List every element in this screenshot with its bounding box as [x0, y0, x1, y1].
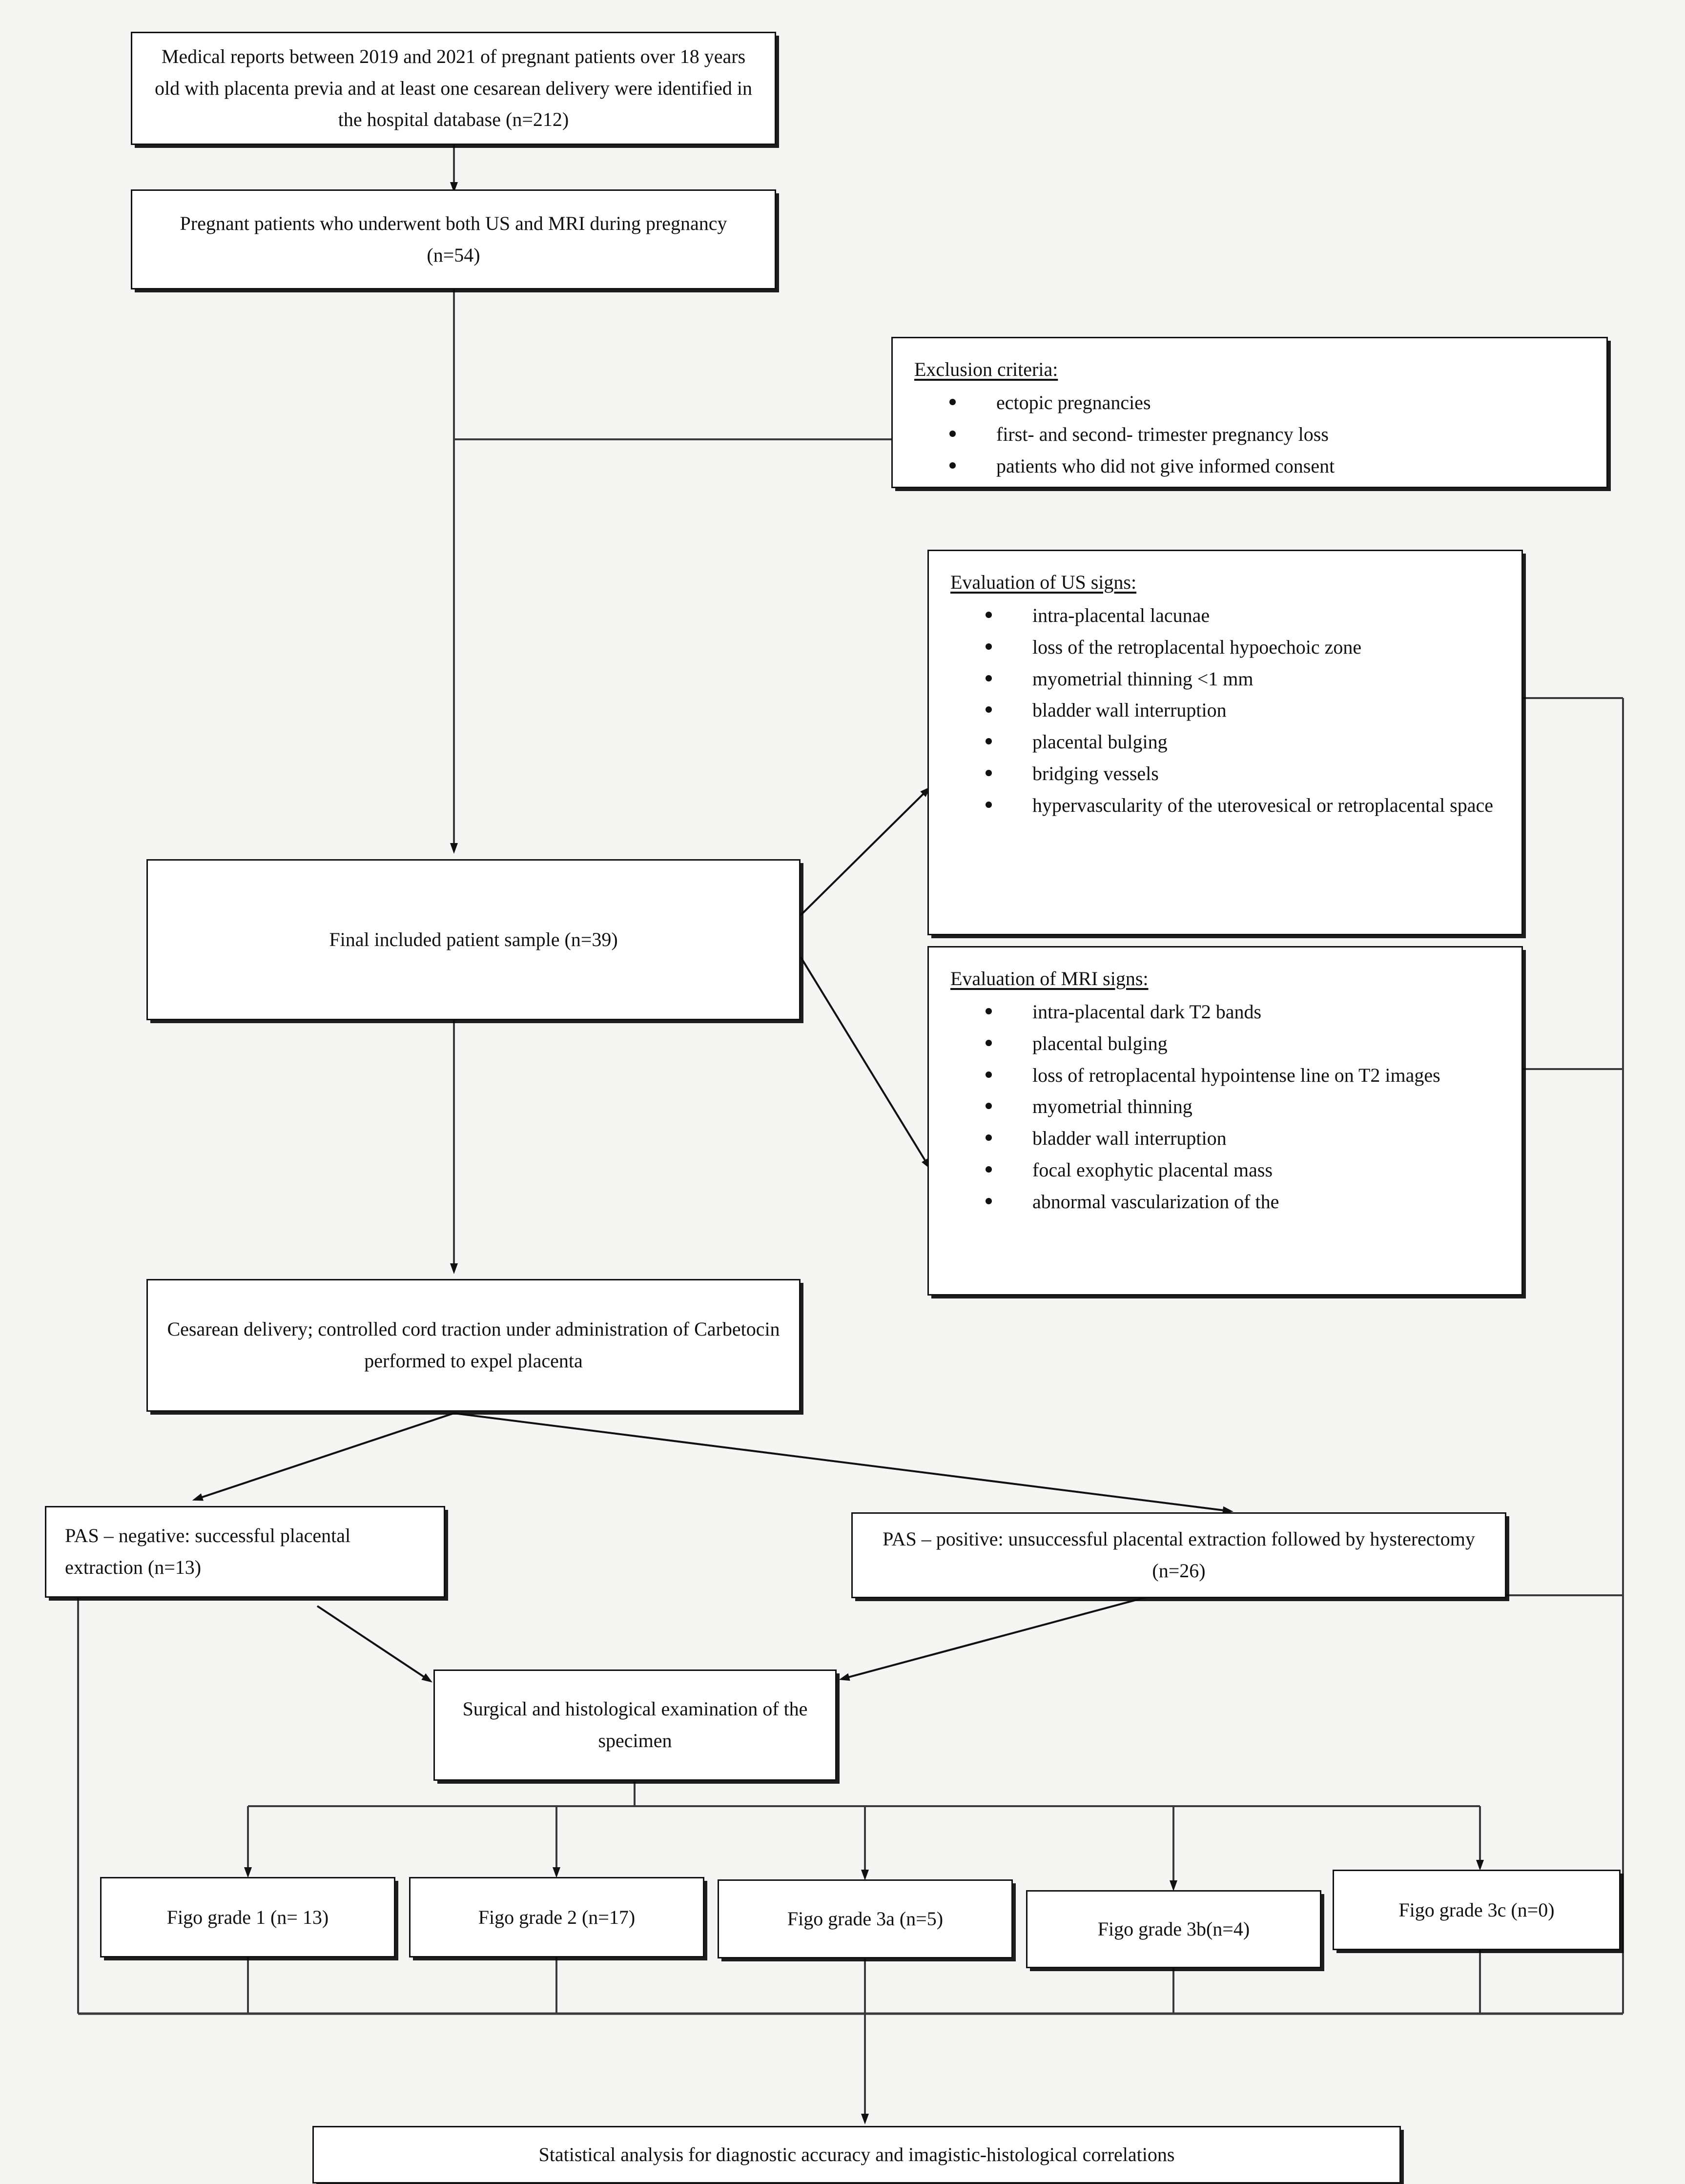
list-item: placental bulging [982, 726, 1508, 758]
node-source-records: Medical reports between 2019 and 2021 of… [131, 32, 776, 145]
figo-grade-2-label: Figo grade 2 (n=17) [478, 1906, 636, 1928]
bullet-icon [986, 738, 992, 745]
list-item: bladder wall interruption [982, 695, 1508, 726]
bullet-icon [986, 1008, 992, 1014]
bullet-icon [986, 769, 992, 776]
figo-grade-1-label: Figo grade 1 (n= 13) [166, 1906, 329, 1928]
bullet-icon [986, 643, 992, 650]
bullet-icon [986, 1166, 992, 1173]
node-both-imaging: Pregnant patients who underwent both US … [131, 189, 776, 289]
edge-final-to-us-signs [800, 786, 931, 916]
mri-sign-text: focal exophytic placental mass [1032, 1158, 1273, 1181]
list-item: loss of retroplacental hypointense line … [982, 1060, 1508, 1092]
edge-pas-negative-to-specimen [316, 1605, 432, 1683]
source-records-text: Medical reports between 2019 and 2021 of… [155, 45, 752, 131]
list-item: bridging vessels [982, 758, 1508, 790]
bullet-icon [949, 399, 956, 405]
us-sign-text: bladder wall interruption [1032, 699, 1227, 721]
exclusion-criteria-title: Exclusion criteria: [914, 358, 1058, 380]
us-sign-text: hypervascularity of the uterovesical or … [1032, 794, 1494, 816]
node-specimen-examination: Surgical and histological examination of… [433, 1669, 837, 1781]
us-sign-text: placental bulging [1032, 731, 1168, 753]
bullet-icon [986, 675, 992, 681]
mri-sign-text: loss of retroplacental hypointense line … [1032, 1064, 1440, 1086]
list-item: patients who did not give informed conse… [945, 451, 1593, 482]
exclusion-item-text: ectopic pregnancies [996, 391, 1151, 413]
us-signs-list: intra-placental lacunae loss of the retr… [929, 600, 1521, 822]
figo-grade-3b-label: Figo grade 3b(n=4) [1097, 1918, 1250, 1940]
node-pas-negative: PAS – negative: successful placental ext… [45, 1506, 445, 1598]
mri-sign-text: placental bulging [1032, 1032, 1168, 1054]
bullet-icon [949, 462, 956, 469]
figo-grade-3a-label: Figo grade 3a (n=5) [787, 1908, 944, 1930]
both-imaging-text: Pregnant patients who underwent both US … [180, 212, 727, 266]
pas-positive-text: PAS – positive: unsuccessful placental e… [883, 1528, 1475, 1582]
bullet-icon [986, 1134, 992, 1141]
list-item: placental bulging [982, 1028, 1508, 1060]
list-item: bladder wall interruption [982, 1123, 1508, 1154]
list-item: hypervascularity of the uterovesical or … [982, 790, 1508, 822]
bullet-icon [986, 706, 992, 713]
bullet-icon [949, 430, 956, 437]
list-item: loss of the retroplacental hypoechoic zo… [982, 632, 1508, 663]
bullet-icon [986, 1071, 992, 1078]
edge-final-to-mri-signs [800, 956, 931, 1170]
bullet-icon [986, 1103, 992, 1110]
node-cesarean-delivery: Cesarean delivery; controlled cord tract… [146, 1279, 801, 1412]
mri-sign-text: intra-placental dark T2 bands [1032, 1001, 1262, 1023]
node-statistical-analysis: Statistical analysis for diagnostic accu… [312, 2126, 1401, 2184]
node-figo-grade-1: Figo grade 1 (n= 13) [100, 1877, 395, 1957]
us-sign-text: myometrial thinning <1 mm [1032, 667, 1253, 690]
bullet-icon [986, 801, 992, 808]
list-item: abnormal vascularization of the [982, 1186, 1508, 1218]
list-item: intra-placental dark T2 bands [982, 996, 1508, 1028]
node-pas-positive: PAS – positive: unsuccessful placental e… [851, 1512, 1506, 1598]
list-item: intra-placental lacunae [982, 600, 1508, 632]
node-final-sample: Final included patient sample (n=39) [146, 859, 801, 1020]
node-mri-signs: Evaluation of MRI signs: intra-placental… [927, 946, 1523, 1296]
us-signs-title: Evaluation of US signs: [950, 571, 1137, 593]
statistical-analysis-text: Statistical analysis for diagnostic accu… [538, 2143, 1175, 2165]
edge-cesarean-to-pas-positive [453, 1412, 1233, 1514]
list-item: myometrial thinning <1 mm [982, 663, 1508, 695]
list-item: focal exophytic placental mass [982, 1154, 1508, 1186]
us-sign-text: intra-placental lacunae [1032, 604, 1210, 626]
exclusion-item-text: first- and second- trimester pregnancy l… [996, 423, 1329, 445]
bullet-icon [986, 612, 992, 618]
list-item: myometrial thinning [982, 1091, 1508, 1123]
node-figo-grade-3b: Figo grade 3b(n=4) [1026, 1890, 1321, 1968]
exclusion-criteria-list: ectopic pregnancies first- and second- t… [893, 387, 1606, 482]
cesarean-delivery-text: Cesarean delivery; controlled cord tract… [167, 1318, 780, 1372]
us-sign-text: bridging vessels [1032, 762, 1159, 784]
pas-negative-text: PAS – negative: successful placental ext… [65, 1525, 351, 1578]
bullet-icon [986, 1197, 992, 1204]
node-figo-grade-3c: Figo grade 3c (n=0) [1333, 1870, 1621, 1950]
bullet-icon [986, 1039, 992, 1046]
node-figo-grade-3a: Figo grade 3a (n=5) [718, 1879, 1013, 1958]
edge-cesarean-to-pas-negative [192, 1412, 454, 1501]
specimen-examination-text: Surgical and histological examination of… [462, 1698, 808, 1751]
node-us-signs: Evaluation of US signs: intra-placental … [927, 550, 1523, 935]
mri-sign-text: bladder wall interruption [1032, 1127, 1227, 1150]
node-figo-grade-2: Figo grade 2 (n=17) [409, 1877, 704, 1957]
figo-grade-3c-label: Figo grade 3c (n=0) [1398, 1898, 1555, 1921]
list-item: ectopic pregnancies [945, 387, 1593, 419]
mri-signs-title: Evaluation of MRI signs: [950, 968, 1149, 989]
mri-sign-text: abnormal vascularization of the [1032, 1190, 1279, 1213]
list-item: first- and second- trimester pregnancy l… [945, 419, 1593, 451]
us-sign-text: loss of the retroplacental hypoechoic zo… [1032, 636, 1362, 658]
final-sample-text: Final included patient sample (n=39) [329, 928, 618, 950]
mri-signs-list: intra-placental dark T2 bands placental … [929, 996, 1521, 1218]
edge-pas-positive-to-specimen [839, 1586, 1187, 1681]
node-exclusion-criteria: Exclusion criteria: ectopic pregnancies … [891, 337, 1608, 488]
exclusion-item-text: patients who did not give informed conse… [996, 454, 1335, 477]
mri-sign-text: myometrial thinning [1032, 1095, 1192, 1118]
